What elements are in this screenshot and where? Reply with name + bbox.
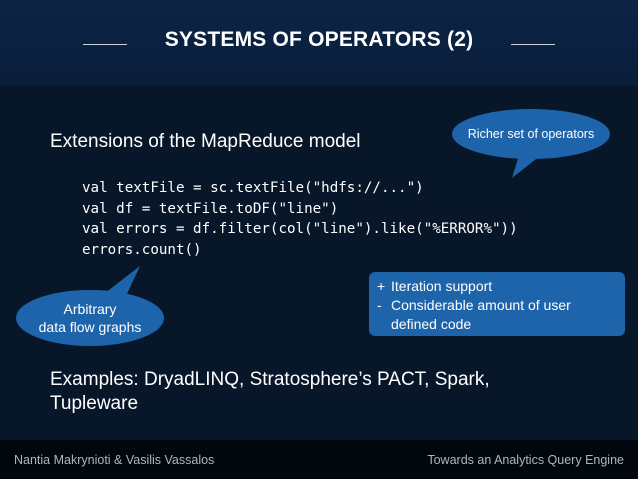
footer-authors: Nantia Makrynioti & Vasilis Vassalos [14,453,215,467]
footer-bar [0,440,638,479]
code-block: val textFile = sc.textFile("hdfs://...")… [82,178,518,260]
box-item: -Considerable amount of user [377,297,571,313]
slide-heading: Extensions of the MapReduce model [50,131,361,152]
minus-marker: - [377,297,382,313]
code-line: val textFile = sc.textFile("hdfs://...") [82,180,424,196]
callout-left-line1: Arbitrary [63,301,117,317]
title-bar: SYSTEMS OF OPERATORS (2) [0,0,638,86]
examples-text: Examples: DryadLINQ, Stratosphere’s PACT… [50,369,490,414]
footer-talk-title: Towards an Analytics Query Engine [427,453,624,467]
box-item-text: defined code [391,316,472,332]
callout-richer-operators: Richer set of operators [452,109,610,159]
code-line: errors.count() [82,241,202,258]
callout-top-text: Richer set of operators [467,127,595,141]
code-line: val errors = df.filter(col("line").like(… [82,221,518,237]
slide-title: SYSTEMS OF OPERATORS (2) [164,28,474,51]
title-rule-left [83,44,127,45]
box-item: defined code [377,316,471,332]
box-item-text: Iteration support [391,278,493,294]
title-rule-right [511,44,555,45]
plus-marker: + [377,278,386,294]
box-item: + Iteration support [377,278,492,294]
box-item-text: Considerable amount of user [391,297,571,313]
code-line: val df = textFile.toDF("line") [82,200,339,217]
callout-left-line2: data flow graphs [38,319,142,335]
callout-data-flow-graphs: Arbitrary data flow graphs [16,290,164,346]
pros-cons-box: + Iteration support -Considerable amount … [369,272,625,336]
